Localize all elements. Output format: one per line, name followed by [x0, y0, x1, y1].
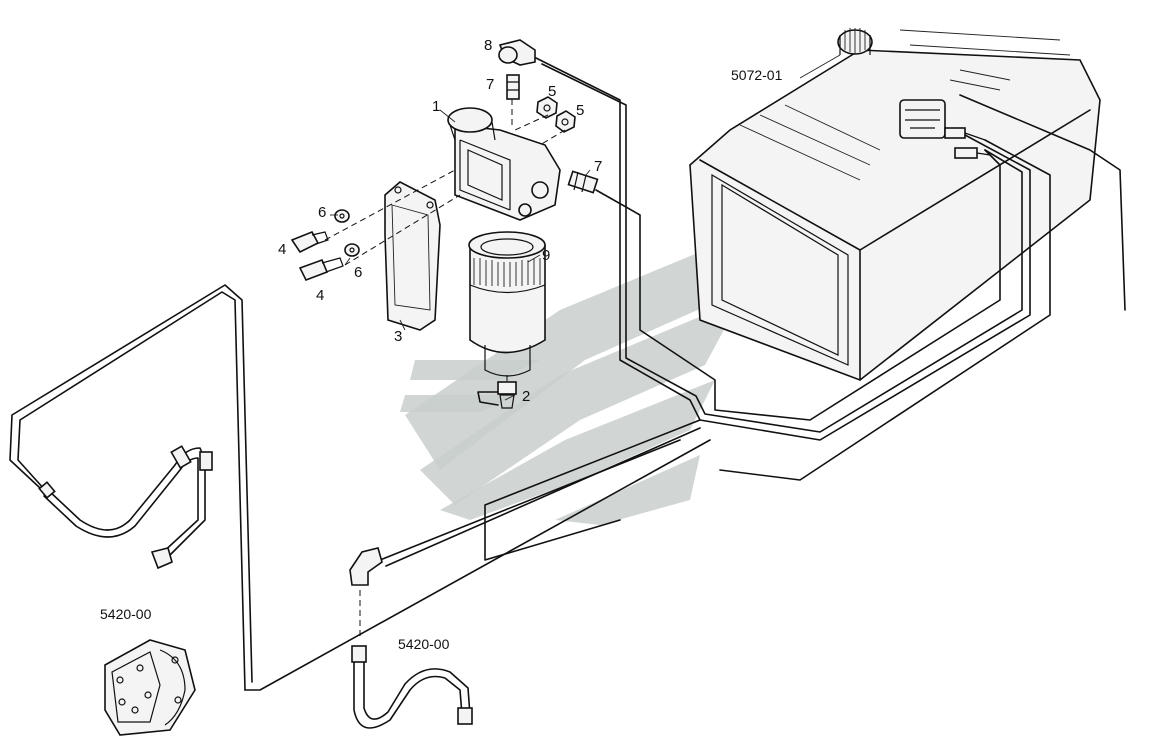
filter-inlet-neck [447, 107, 493, 133]
fuel-tank [689, 28, 1101, 381]
ref-pump-assembly: 5420-00 [100, 606, 152, 622]
callout-9: 9 [542, 247, 551, 264]
ref-fuel-hose: 5420-00 [398, 636, 450, 652]
callout-6-bottom: 6 [354, 264, 363, 281]
fuel-pump [104, 639, 196, 736]
nuts [536, 96, 576, 133]
callout-4-bottom: 4 [316, 287, 325, 304]
gasket [384, 181, 441, 331]
alignment-lines [324, 99, 566, 382]
callout-4-top: 4 [278, 241, 287, 258]
callout-1: 1 [432, 98, 441, 115]
callout-3: 3 [394, 328, 403, 345]
fuel-sender-unit [899, 99, 946, 139]
callout-8: 8 [484, 37, 493, 54]
tank-fitting-lower [954, 147, 978, 159]
callout-5-top: 5 [548, 83, 557, 100]
fittings [498, 39, 599, 194]
tank-fitting-upper [944, 127, 966, 139]
filter-element [468, 231, 546, 377]
leader-lines [330, 54, 841, 401]
left-hose [38, 445, 213, 570]
drain-plug [477, 381, 517, 409]
callout-2: 2 [522, 388, 531, 405]
callout-6-top: 6 [318, 204, 327, 221]
callout-7-top: 7 [486, 76, 495, 93]
ref-fuel-tank: 5072-01 [731, 67, 783, 83]
filter-head [447, 107, 561, 221]
callout-7-right: 7 [594, 158, 603, 175]
watermark-logo [400, 225, 765, 525]
fuel-lines [9, 57, 1126, 691]
bolts-and-washers [290, 209, 360, 282]
lower-hose [349, 547, 473, 729]
callout-5-bottom: 5 [576, 102, 585, 119]
